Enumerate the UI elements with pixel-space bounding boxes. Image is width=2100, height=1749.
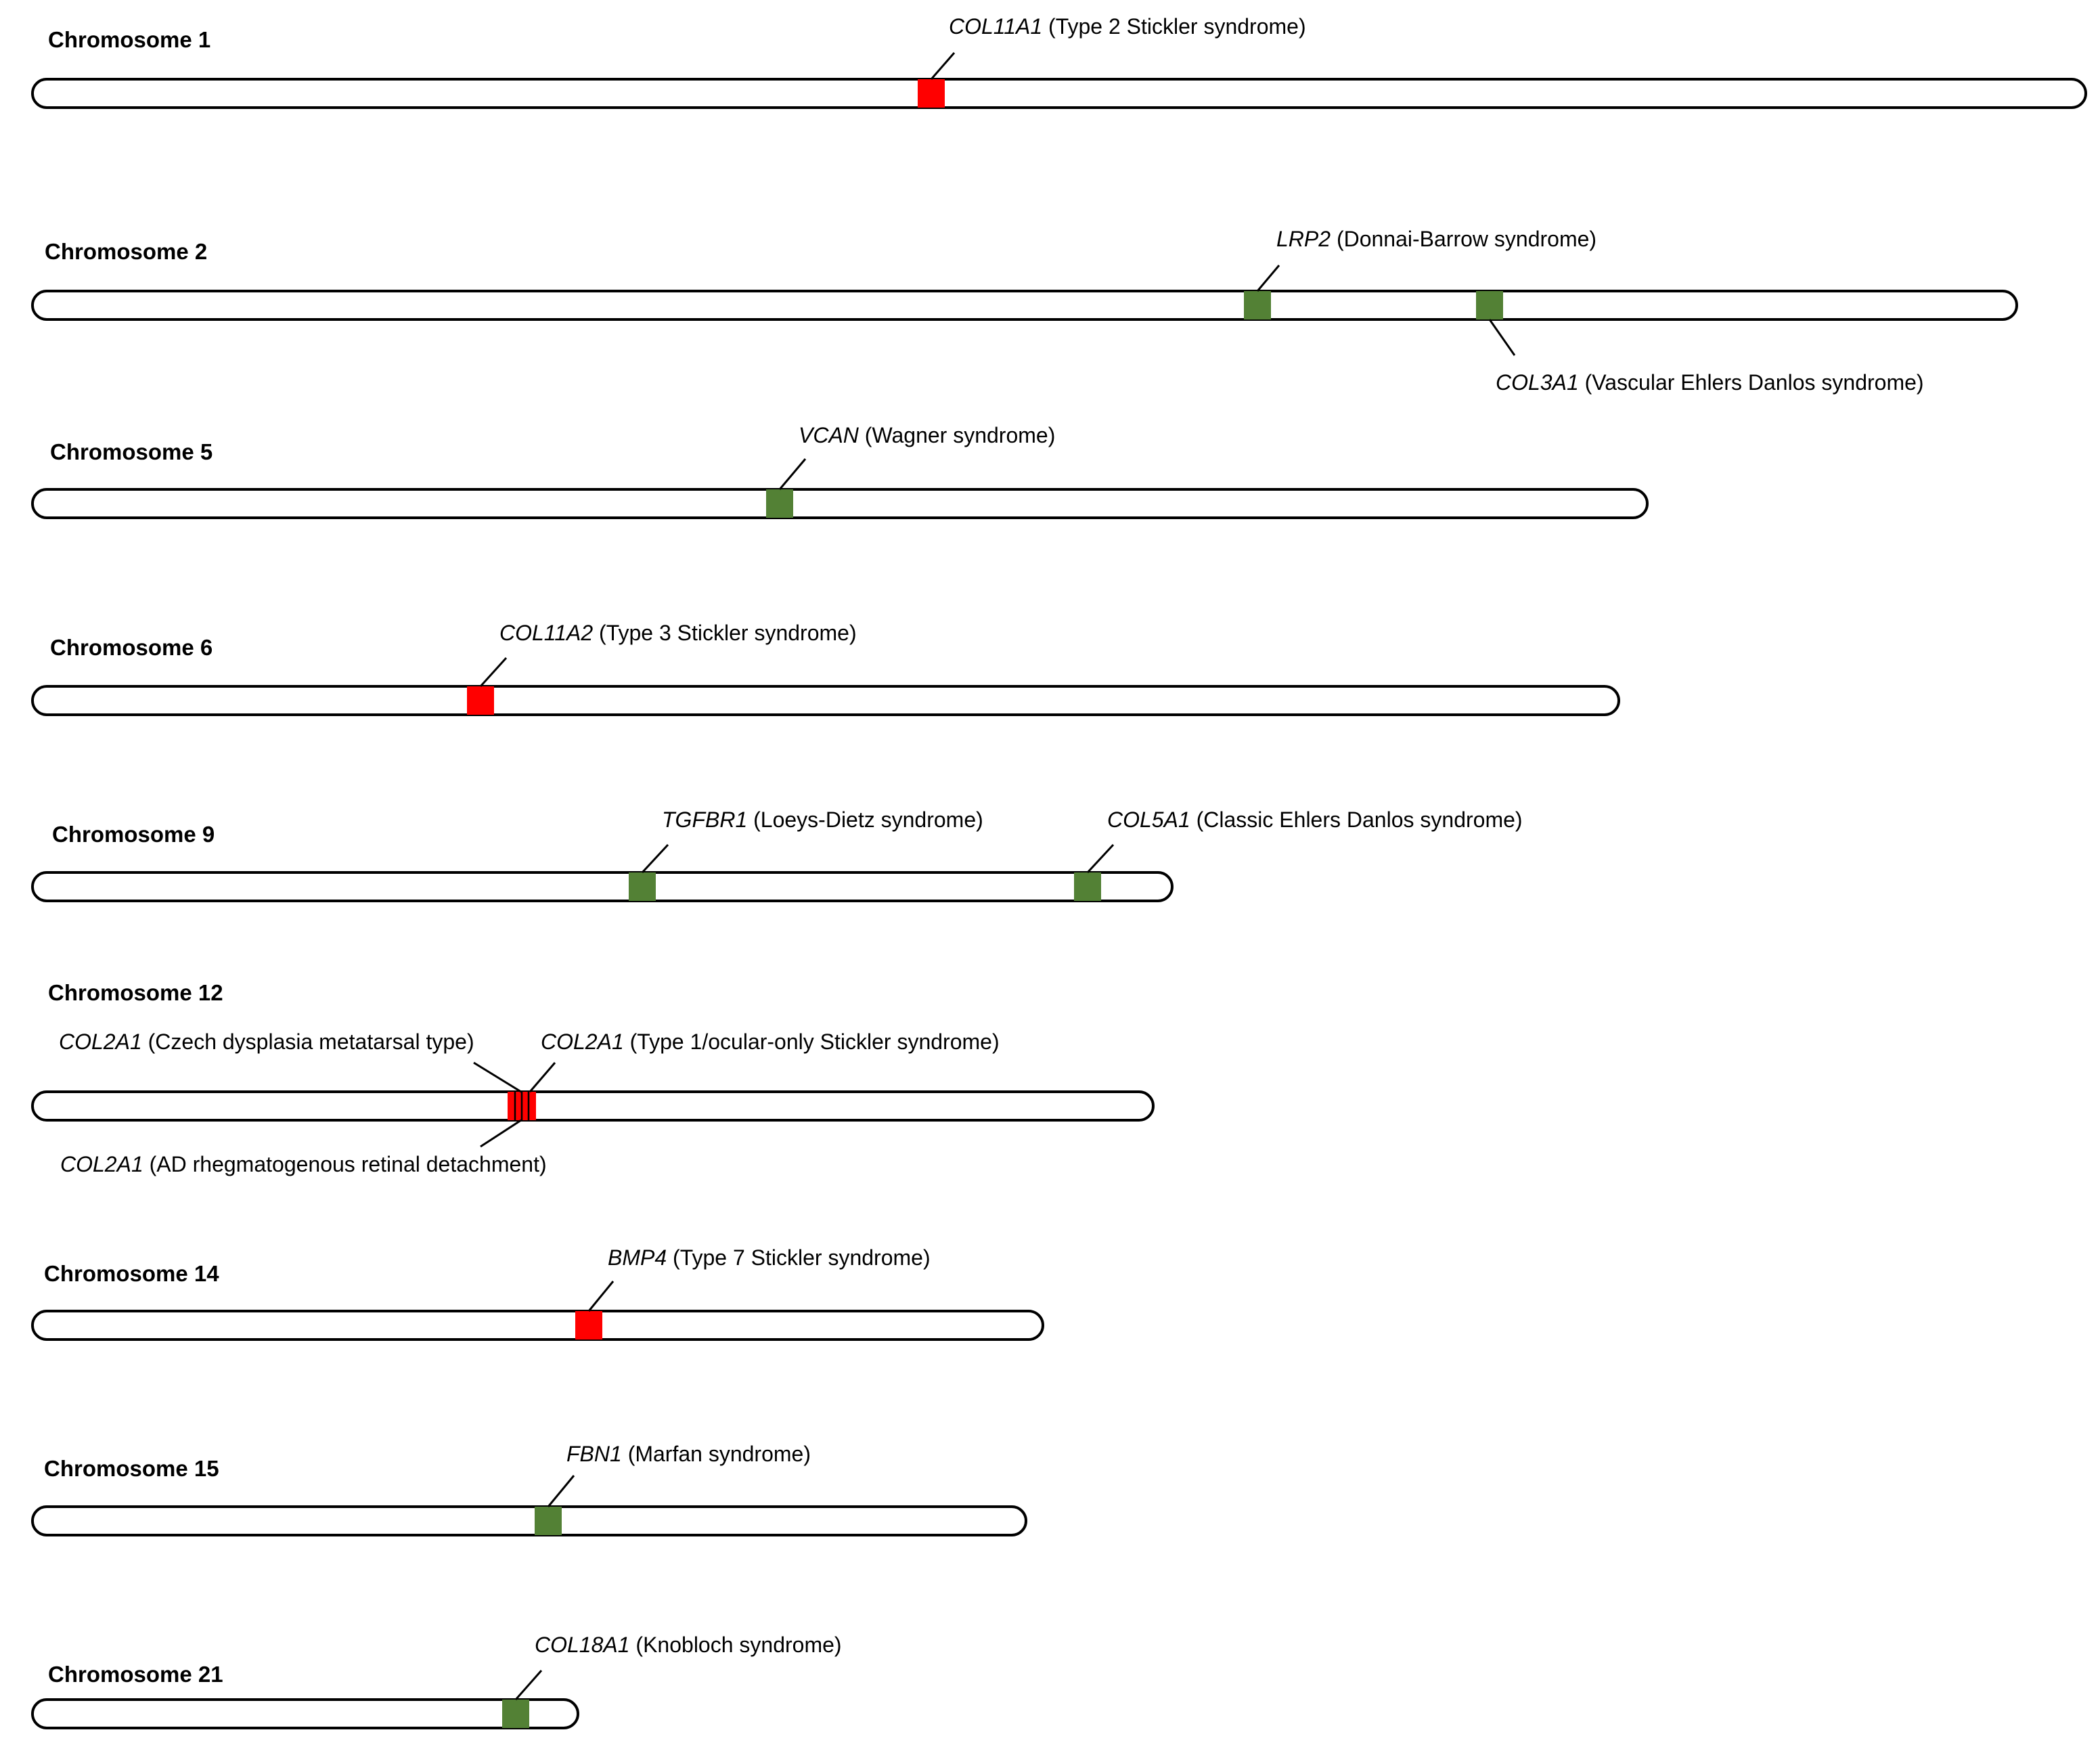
gene-band-col11a1 [918,79,945,108]
chromosome-label: Chromosome 1 [48,27,210,52]
leader-line [547,1475,575,1507]
chromosome-5-group: Chromosome 5 VCAN (Wagner syndrome) [31,423,1649,519]
leader-line [514,1670,543,1700]
chromosome-bar [31,685,1620,716]
chromosome-label: Chromosome 21 [48,1662,223,1687]
gene-annotation-col5a1: COL5A1 (Classic Ehlers Danlos syndrome) [1107,807,1523,832]
chromosome-bar [31,488,1649,519]
leader-line [529,1062,556,1092]
chromosome-label: Chromosome 9 [52,822,215,847]
gene-annotation-col11a2: COL11A2 (Type 3 Stickler syndrome) [499,621,857,645]
gene-annotation-col11a1: COL11A1 (Type 2 Stickler syndrome) [949,14,1306,39]
chromosome-bar [31,78,2087,109]
chromosome-21-group: Chromosome 21 COL18A1 (Knobloch syndrome… [31,1633,842,1729]
chromosome-bar [31,871,1174,902]
gene-annotation-col18a1: COL18A1 (Knobloch syndrome) [535,1633,842,1657]
gene-annotation-col2a1-stickler: COL2A1 (Type 1/ocular-only Stickler synd… [541,1030,1000,1054]
gene-band-col11a2 [467,686,494,715]
chromosome-label: Chromosome 5 [50,439,213,464]
gene-annotation-col3a1: COL3A1 (Vascular Ehlers Danlos syndrome) [1496,370,1924,395]
leader-line [1086,843,1115,874]
leader-line [473,1061,522,1093]
chromosome-label: Chromosome 6 [50,635,213,660]
gene-band-vcan [766,489,793,518]
leader-line [587,1281,615,1312]
leader-line [1256,265,1280,292]
chromosome-label: Chromosome 2 [45,239,207,264]
leader-line [930,52,956,80]
leader-line [778,458,807,490]
gene-band-lrp2 [1244,291,1271,319]
gene-annotation-tgfbr1: TGFBR1 (Loeys-Dietz syndrome) [662,807,983,832]
chromosome-bar [31,1505,1027,1536]
leader-line [641,843,669,874]
gene-annotation-col2a1-retinal: COL2A1 (AD rhegmatogenous retinal detach… [60,1152,547,1176]
gene-annotation-bmp4: BMP4 (Type 7 Stickler syndrome) [608,1245,931,1270]
leader-line [1488,319,1516,356]
gene-annotation-lrp2: LRP2 (Donnai-Barrow syndrome) [1276,227,1596,251]
gene-band-bmp4 [575,1311,602,1340]
chromosome-1-group: Chromosome 1 COL11A1 (Type 2 Stickler sy… [31,14,2087,109]
gene-annotation-fbn1: FBN1 (Marfan syndrome) [566,1442,811,1466]
chromosome-bar [31,1698,579,1729]
leader-line [479,657,508,688]
gene-band-col18a1 [502,1700,529,1728]
gene-band-col5a1 [1074,872,1101,901]
leader-line [480,1119,522,1148]
chromosome-12-group: Chromosome 12 COL2A1 (Czech dysplasia me… [31,980,1155,1176]
chromosome-label: Chromosome 12 [48,980,223,1005]
chromosome-14-group: Chromosome 14 BMP4 (Type 7 Stickler synd… [31,1245,1044,1341]
gene-band-fbn1 [535,1507,562,1535]
chromosome-15-group: Chromosome 15 FBN1 (Marfan syndrome) [31,1442,1027,1536]
chromosome-label: Chromosome 15 [44,1456,219,1481]
gene-band-tgfbr1 [629,872,656,901]
chromosome-9-group: Chromosome 9 TGFBR1 (Loeys-Dietz syndrom… [31,807,1523,902]
gene-annotation-vcan: VCAN (Wagner syndrome) [799,423,1055,447]
gene-annotation-col2a1-czech: COL2A1 (Czech dysplasia metatarsal type) [59,1030,474,1054]
chromosome-2-group: Chromosome 2 LRP2 (Donnai-Barrow syndrom… [31,227,2018,395]
chromosome-bar [31,1310,1044,1341]
chromosome-label: Chromosome 14 [44,1261,219,1286]
chromosome-bar [31,1090,1155,1122]
gene-band-col3a1 [1476,291,1503,319]
chromosome-6-group: Chromosome 6 COL11A2 (Type 3 Stickler sy… [31,621,1620,716]
chromosome-bar [31,290,2018,321]
